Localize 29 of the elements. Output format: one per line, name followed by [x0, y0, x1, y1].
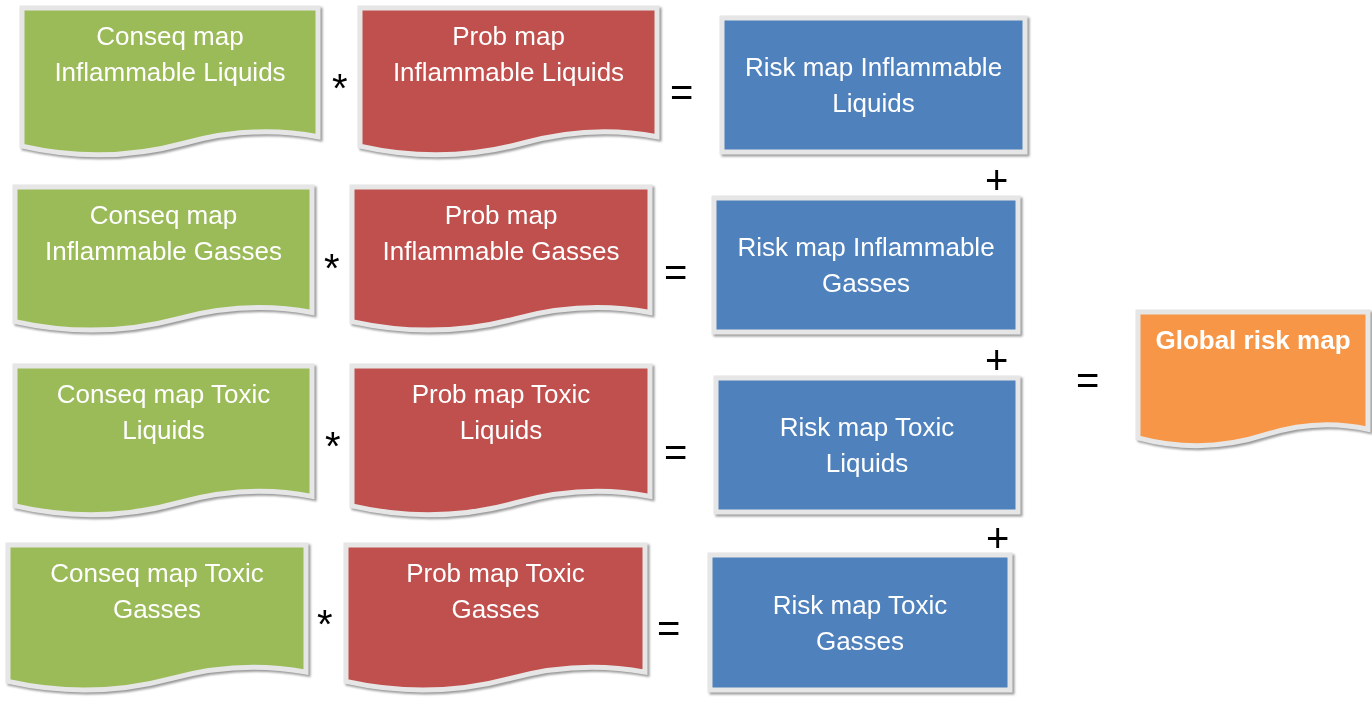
equals-sign: = [664, 252, 688, 292]
node-text: Risk map Inflammable Gasses [736, 231, 996, 300]
equals-sign: = [657, 608, 681, 648]
node-text: Conseq map Toxic Gasses [49, 557, 265, 626]
equals-sign: = [670, 72, 694, 112]
node-text: Risk map Inflammable Liquids [743, 51, 1004, 120]
multiply-sign: * [332, 68, 348, 108]
process-box [714, 198, 1018, 332]
node-text: Conseq map Inflammable Gasses [44, 199, 283, 268]
plus-sign: + [986, 518, 1010, 558]
process-box [710, 555, 1010, 690]
node-text: Risk map Toxic Liquids [778, 411, 956, 480]
equals-sign: = [1076, 360, 1100, 400]
node-text: Conseq map Toxic Liquids [55, 378, 272, 447]
node-text: Global risk map [1154, 324, 1352, 356]
node-text: Prob map Toxic Liquids [410, 378, 592, 447]
multiply-sign: * [317, 604, 333, 644]
node-text: Risk map Toxic Gasses [771, 588, 949, 658]
node-text: Prob map Inflammable Gasses [381, 199, 621, 268]
node-text: Prob map Inflammable Liquids [391, 20, 626, 89]
multiply-sign: * [325, 426, 341, 466]
node-text: Prob map Toxic Gasses [405, 557, 586, 626]
node-text: Conseq map Inflammable Liquids [53, 20, 287, 89]
process-box [722, 18, 1025, 152]
plus-sign: + [985, 160, 1009, 200]
multiply-sign: * [324, 248, 340, 288]
plus-sign: + [985, 340, 1009, 380]
equals-sign: = [664, 432, 688, 472]
process-box [716, 378, 1018, 512]
